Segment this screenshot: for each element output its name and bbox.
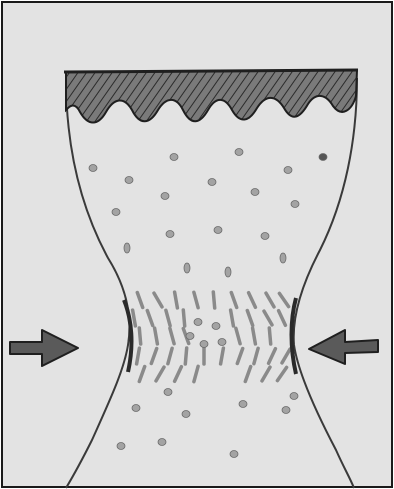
dot	[125, 177, 133, 184]
dot	[132, 405, 140, 412]
waist-dot	[194, 319, 202, 326]
dot	[319, 154, 327, 161]
dot	[214, 227, 222, 234]
dot	[158, 439, 166, 446]
waist-dot	[218, 339, 226, 346]
waist-dot	[200, 341, 208, 348]
dot	[251, 189, 259, 196]
dot	[124, 243, 130, 253]
dot	[239, 401, 247, 408]
dot	[182, 411, 190, 418]
elongated-dash	[213, 292, 214, 308]
waist-dot	[212, 323, 220, 330]
dot	[117, 443, 125, 450]
elongated-dash	[269, 328, 270, 344]
elongated-dash	[139, 328, 140, 344]
dot	[164, 389, 172, 396]
dot	[112, 209, 120, 216]
dot	[225, 267, 231, 277]
dot	[161, 193, 169, 200]
dot	[208, 179, 216, 186]
dot	[89, 165, 97, 172]
dot	[261, 233, 269, 240]
dot	[170, 154, 178, 161]
dot	[235, 149, 243, 156]
dot	[280, 253, 286, 263]
dot	[291, 201, 299, 208]
dot	[282, 407, 290, 414]
cap-top-edge	[64, 70, 358, 72]
waist-dot	[186, 333, 194, 340]
elongated-dash	[185, 348, 186, 364]
elongated-dash	[183, 310, 184, 326]
dot	[184, 263, 190, 273]
dot	[284, 167, 292, 174]
dot	[230, 451, 238, 458]
dot	[290, 393, 298, 400]
dot	[166, 231, 174, 238]
